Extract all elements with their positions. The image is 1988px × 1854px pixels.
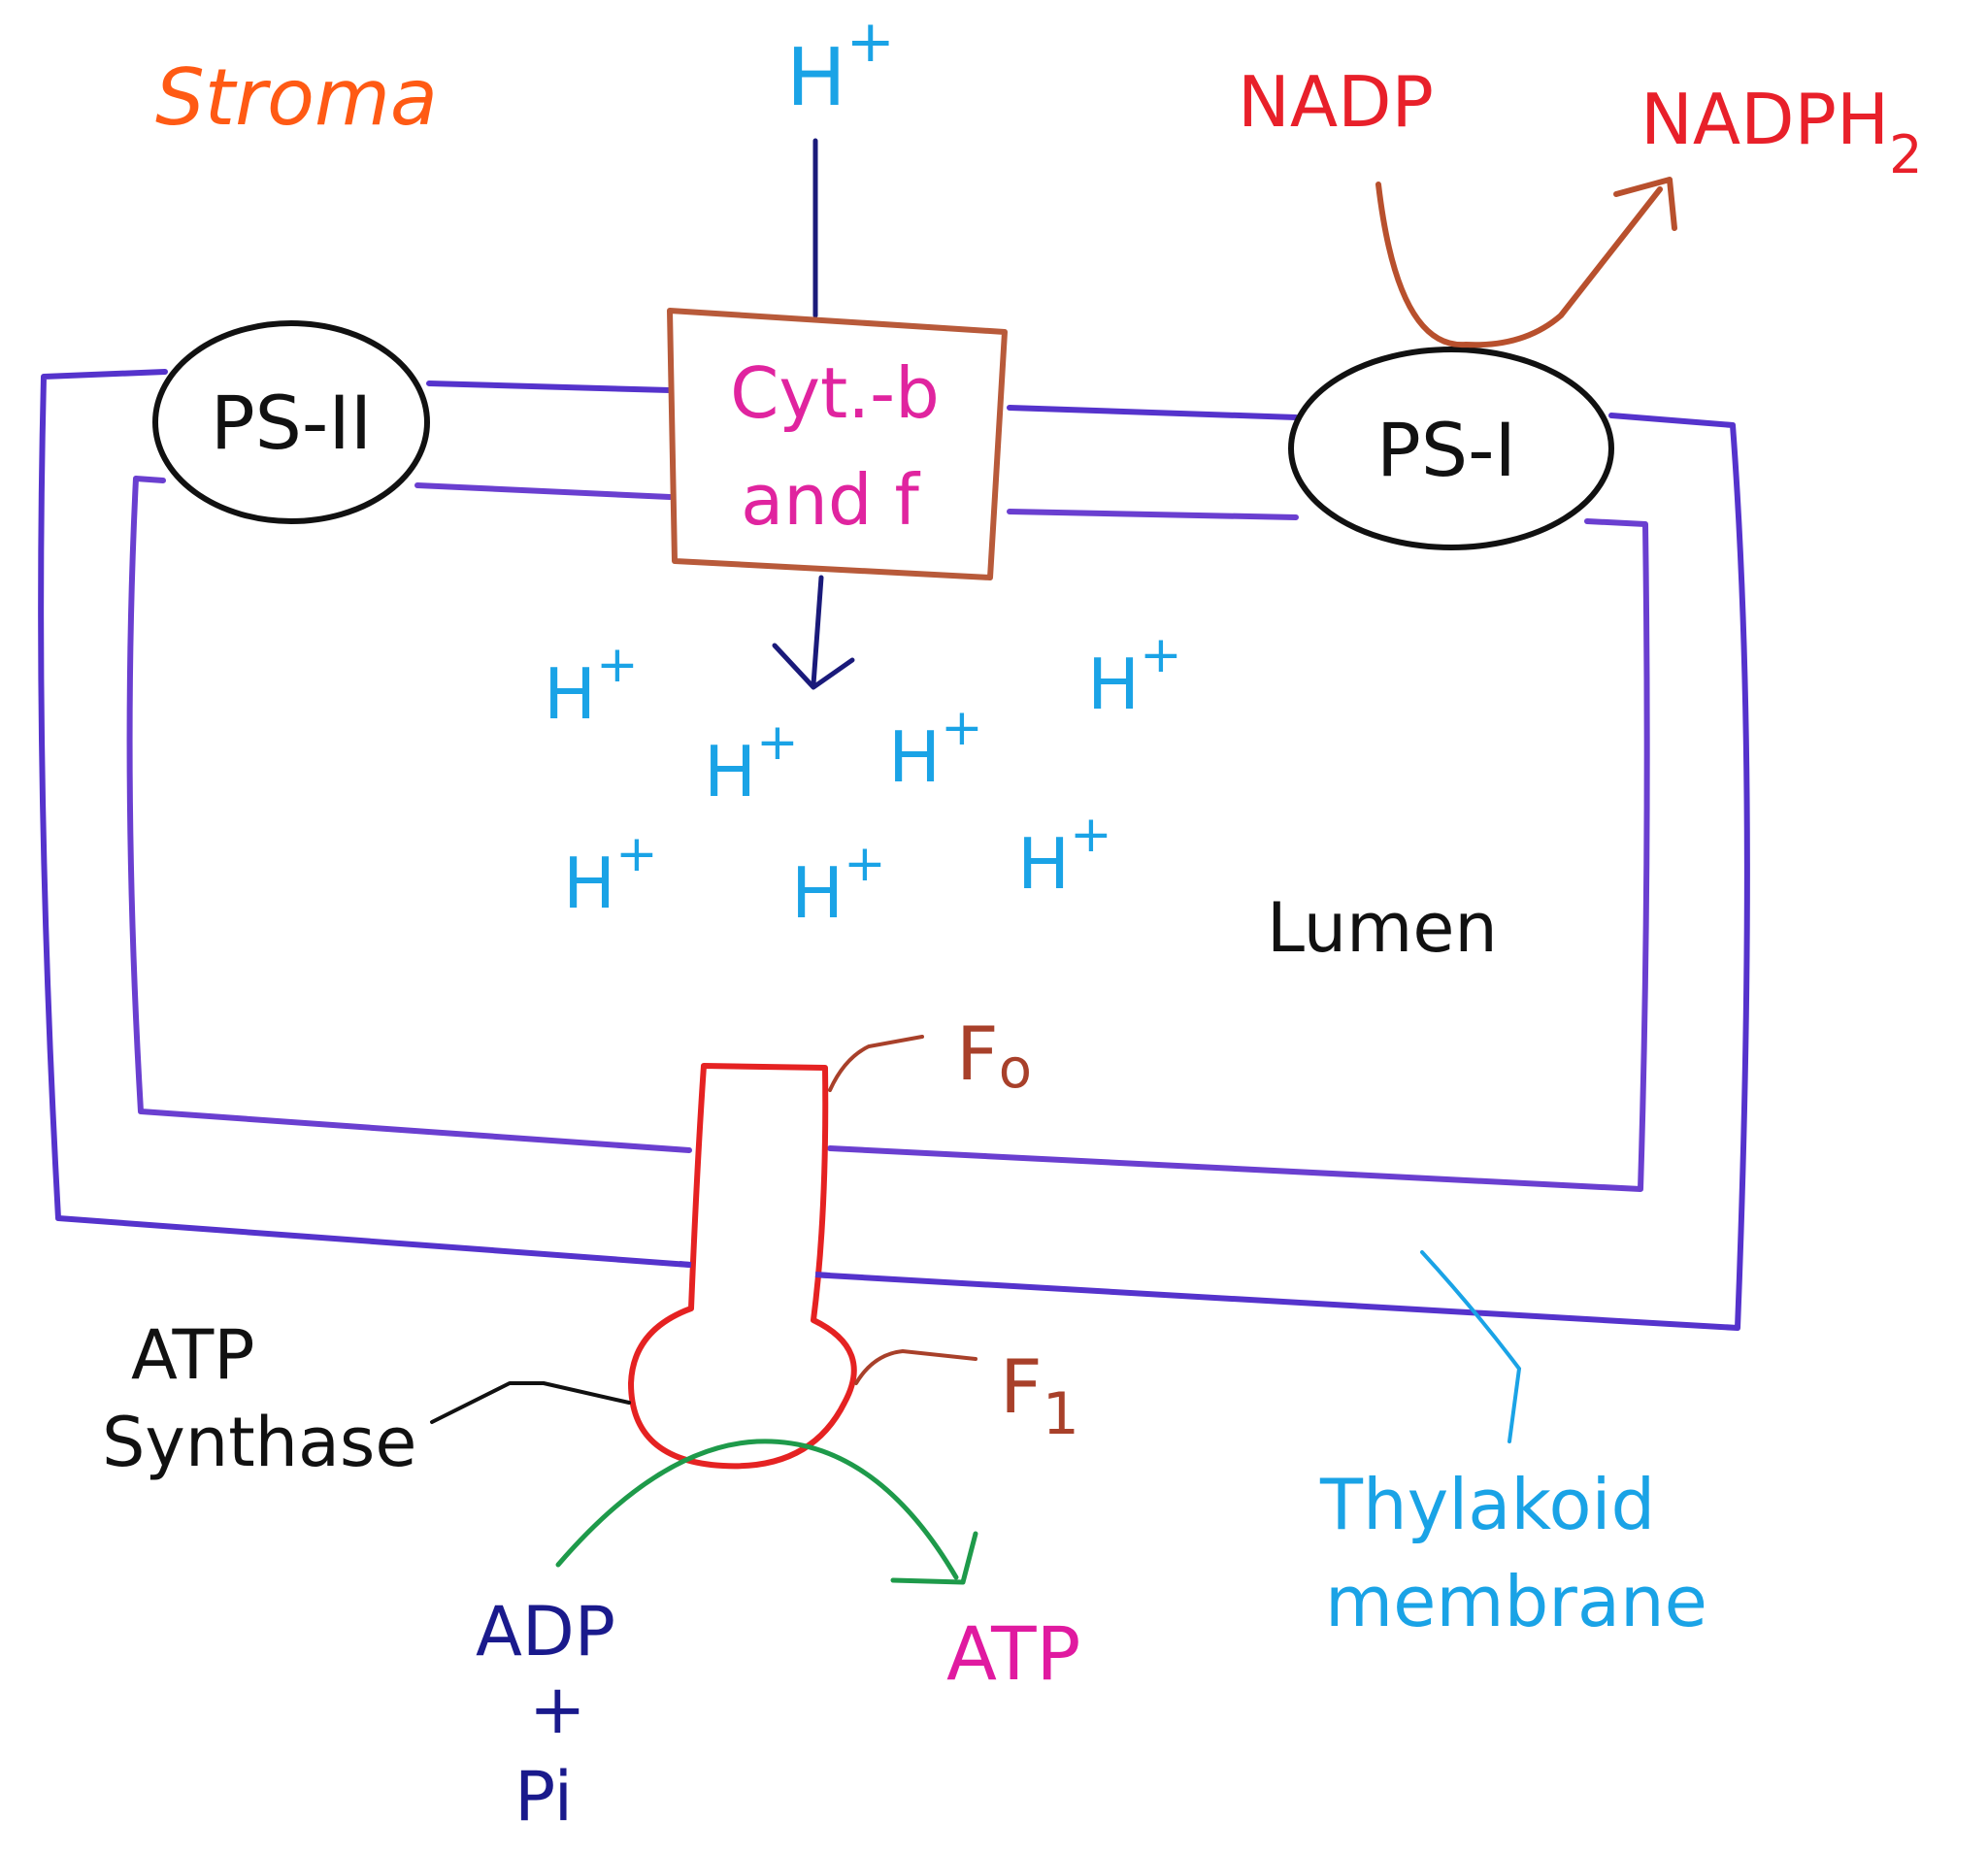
fo-sub: o	[999, 1038, 1032, 1101]
nadph2-sub: 2	[1889, 124, 1922, 185]
atp-synthase-leader	[430, 1381, 631, 1424]
lumen-proton: H+	[1087, 626, 1182, 725]
atp-synthase-label-line1: ATP	[131, 1315, 254, 1395]
nadp-arrowhead	[1613, 177, 1677, 231]
f1-leader	[854, 1348, 977, 1385]
stroma-label: Stroma	[155, 52, 438, 143]
adp-label: ADP	[476, 1592, 615, 1672]
proton-charge: +	[846, 8, 895, 76]
ps2-ellipse	[152, 320, 430, 524]
atp-synthase-label-line2: Synthase	[102, 1403, 416, 1482]
lumen-protons: H+ H+ H+ H+ H+ H+ H+	[544, 626, 1182, 934]
f1-sub: 1	[1043, 1380, 1079, 1448]
atp-label: ATP	[946, 1610, 1080, 1697]
lumen-proton: H+	[544, 636, 639, 735]
lumen-label: Lumen	[1267, 888, 1498, 968]
lumen-proton: H+	[704, 713, 799, 812]
proton-base: H	[786, 32, 846, 124]
pi-label: Pi	[514, 1757, 573, 1837]
cytochrome-label-line2: and f	[741, 459, 920, 541]
proton-lumen-arrowhead	[772, 643, 855, 690]
plus-label: +	[529, 1670, 586, 1749]
atp-synthase	[628, 1063, 857, 1470]
cytochrome-box	[667, 308, 1008, 580]
lumen-proton: H+	[563, 825, 658, 924]
cytochrome-label-line1: Cyt.-b	[730, 352, 940, 434]
lumen-proton: H+	[888, 699, 983, 798]
fo-label: Fo	[956, 1010, 1032, 1101]
nadp-label: NADP	[1238, 61, 1434, 143]
adp-atp-arrowhead	[890, 1531, 978, 1585]
lumen-proton: H+	[791, 835, 886, 934]
nadph2-label: NADPH2	[1640, 79, 1922, 185]
membrane-outer-stub-left	[679, 1261, 692, 1268]
thylakoid-label-line2: membrane	[1325, 1561, 1707, 1642]
lumen-proton: H+	[1017, 806, 1112, 905]
adp-atp-arrow	[555, 1439, 959, 1580]
membrane-inner	[126, 476, 1650, 1192]
f1-label: F1	[1000, 1343, 1079, 1448]
thylakoid-label-line1: Thylakoid	[1319, 1464, 1655, 1545]
fo-main: F	[956, 1010, 999, 1097]
proton-lumen-line	[811, 575, 824, 687]
proton-stroma-label: H+	[786, 8, 895, 124]
f1-main: F	[1000, 1343, 1043, 1430]
ps1-label: PS-I	[1376, 407, 1516, 493]
ps2-label: PS-II	[211, 380, 372, 466]
membrane-outer	[38, 369, 1750, 1331]
nadp-arrow	[1375, 182, 1663, 348]
ps1-ellipse	[1288, 347, 1614, 550]
fo-leader	[828, 1035, 924, 1092]
thylakoid-leader	[1420, 1250, 1522, 1443]
nadph2-base: NADPH	[1640, 79, 1889, 160]
